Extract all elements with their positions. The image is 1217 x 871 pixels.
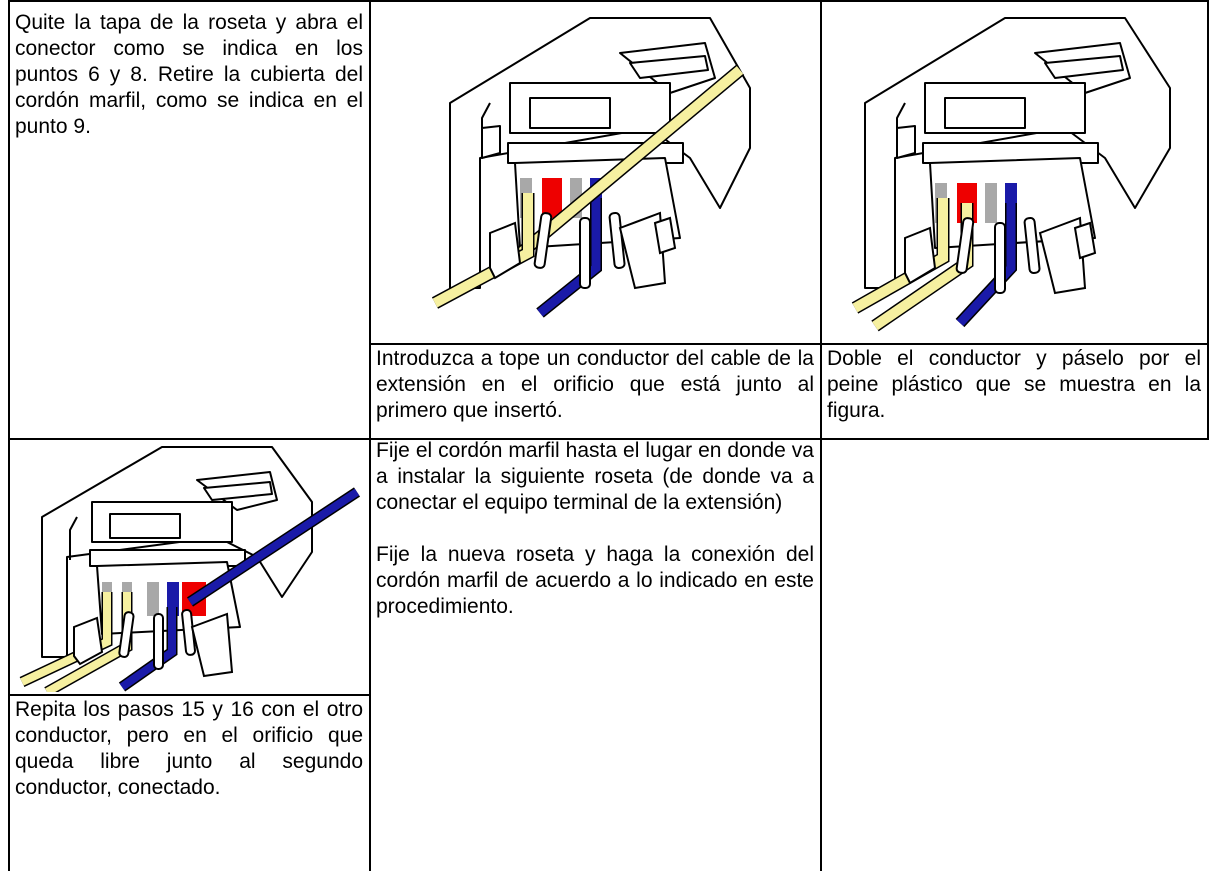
connector-illustration-repeat [19,446,361,692]
instruction-insert-conductor-text: Introduzca a tope un conductor del cable… [376,347,814,422]
table-divider-row2 [8,438,1209,440]
instruction-remove-cover: Quite la tapa de la roseta y abra el con… [10,10,369,140]
connector-figure-step-17 [12,442,367,692]
instruction-new-rosette-text: Fije la nueva roseta y haga la conexión … [376,543,814,618]
instruction-remove-cover-text: Quite la tapa de la roseta y abra el con… [15,11,363,138]
connector-illustration-bend [851,17,1171,332]
instruction-insert-conductor: Introduzca a tope un conductor del cable… [371,346,820,424]
instruction-repeat-steps-text: Repita los pasos 15 y 16 con el otro con… [15,698,363,799]
instruction-bend-conductor: Doble el conductor y páselo por el peine… [822,346,1207,424]
table-border-right [1207,0,1209,440]
table-divider-row1 [369,343,1209,345]
table-border-left [8,0,10,871]
instruction-bend-conductor-text: Doble el conductor y páselo por el peine… [827,347,1201,422]
table-divider-col1 [369,0,371,871]
table-border-top [8,0,1209,2]
table-divider-row3 [8,694,370,696]
connector-figure-step-16 [835,8,1195,338]
instruction-repeat-steps: Repita los pasos 15 y 16 con el otro con… [10,697,369,801]
connector-illustration-insert [431,17,751,318]
table-divider-col2 [820,0,822,871]
instruction-fix-cord: Fije el cordón marfil hasta el lugar en … [371,438,820,620]
connector-figure-step-15 [420,8,770,338]
instruction-fix-cord-text: Fije el cordón marfil hasta el lugar en … [376,439,814,514]
